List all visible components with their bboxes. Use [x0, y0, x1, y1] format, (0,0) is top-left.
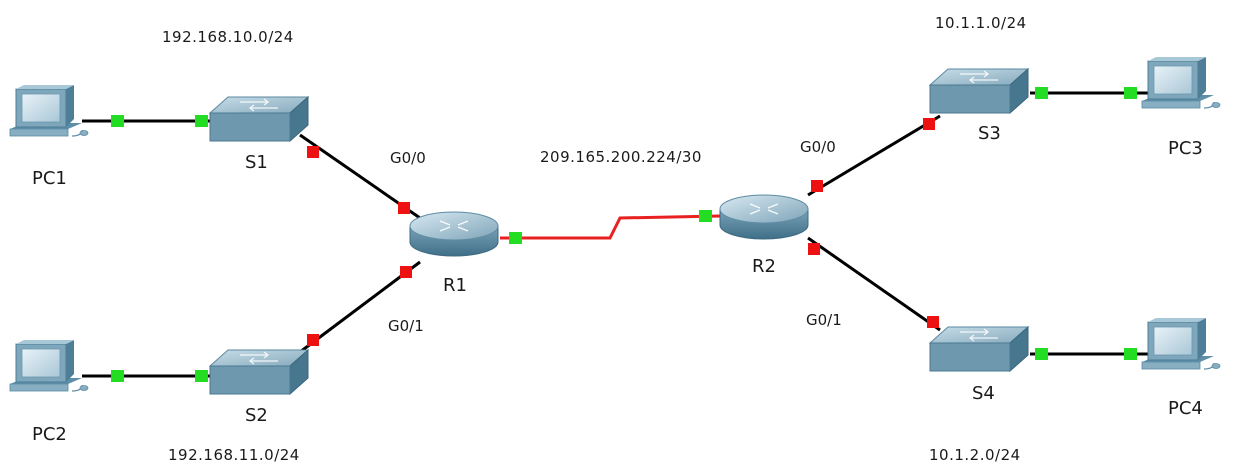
- switch-s4-icon[interactable]: [929, 326, 1029, 372]
- network-label-s1-lan: 192.168.10.0/24: [162, 28, 294, 46]
- device-label-r1: R1: [443, 275, 467, 296]
- router-r1-icon[interactable]: [409, 211, 499, 257]
- interface-label-r2-g01: G0/1: [806, 311, 842, 329]
- device-label-r2: R2: [752, 256, 776, 277]
- link-r2-s3: [807, 114, 941, 197]
- interface-label-r1-g00: G0/0: [390, 149, 426, 167]
- device-label-pc1: PC1: [32, 168, 67, 189]
- port-r2-serial: [699, 210, 712, 222]
- link-r1-r2-serial: [500, 214, 721, 240]
- port-pc4: [1124, 348, 1137, 360]
- port-s2-r1: [307, 334, 319, 346]
- network-label-s2-lan: 192.168.11.0/24: [168, 446, 300, 464]
- port-s2-pc: [195, 370, 208, 382]
- pc1-icon[interactable]: [9, 84, 89, 137]
- port-s1-pc: [195, 115, 208, 127]
- device-label-pc4: PC4: [1168, 398, 1203, 419]
- link-r2-s4: [807, 236, 941, 332]
- port-pc3: [1124, 87, 1137, 99]
- port-pc1: [111, 115, 124, 127]
- port-s3-pc: [1035, 87, 1048, 99]
- pc3-icon[interactable]: [1141, 56, 1221, 109]
- device-label-s3: S3: [978, 123, 1001, 144]
- network-label-s3-lan: 10.1.1.0/24: [935, 14, 1027, 32]
- port-r1-serial: [509, 232, 522, 244]
- device-label-pc3: PC3: [1168, 138, 1203, 159]
- device-label-pc2: PC2: [32, 424, 67, 445]
- port-r1-g00: [398, 202, 410, 214]
- pc2-icon[interactable]: [9, 339, 89, 392]
- switch-s2-icon[interactable]: [209, 349, 309, 395]
- device-label-s2: S2: [245, 405, 268, 426]
- port-s4-r2: [927, 316, 939, 328]
- port-s1-r1: [307, 146, 319, 158]
- pc4-icon[interactable]: [1141, 317, 1221, 370]
- switch-s1-icon[interactable]: [209, 96, 309, 142]
- interface-label-r1-g01: G0/1: [388, 317, 424, 335]
- network-label-wan: 209.165.200.224/30: [540, 148, 702, 166]
- router-r2-icon[interactable]: [719, 194, 809, 240]
- device-label-s4: S4: [972, 383, 995, 404]
- port-r1-g01: [400, 266, 412, 278]
- device-label-s1: S1: [245, 152, 268, 173]
- interface-label-r2-g00: G0/0: [800, 138, 836, 156]
- network-label-s4-lan: 10.1.2.0/24: [929, 446, 1021, 464]
- port-indicators: [111, 87, 1137, 382]
- port-r2-g01: [808, 243, 820, 255]
- port-r2-g00: [811, 180, 823, 192]
- port-s4-pc: [1035, 348, 1048, 360]
- switch-s3-icon[interactable]: [929, 68, 1029, 114]
- port-s3-r2: [923, 118, 935, 130]
- port-pc2: [111, 370, 124, 382]
